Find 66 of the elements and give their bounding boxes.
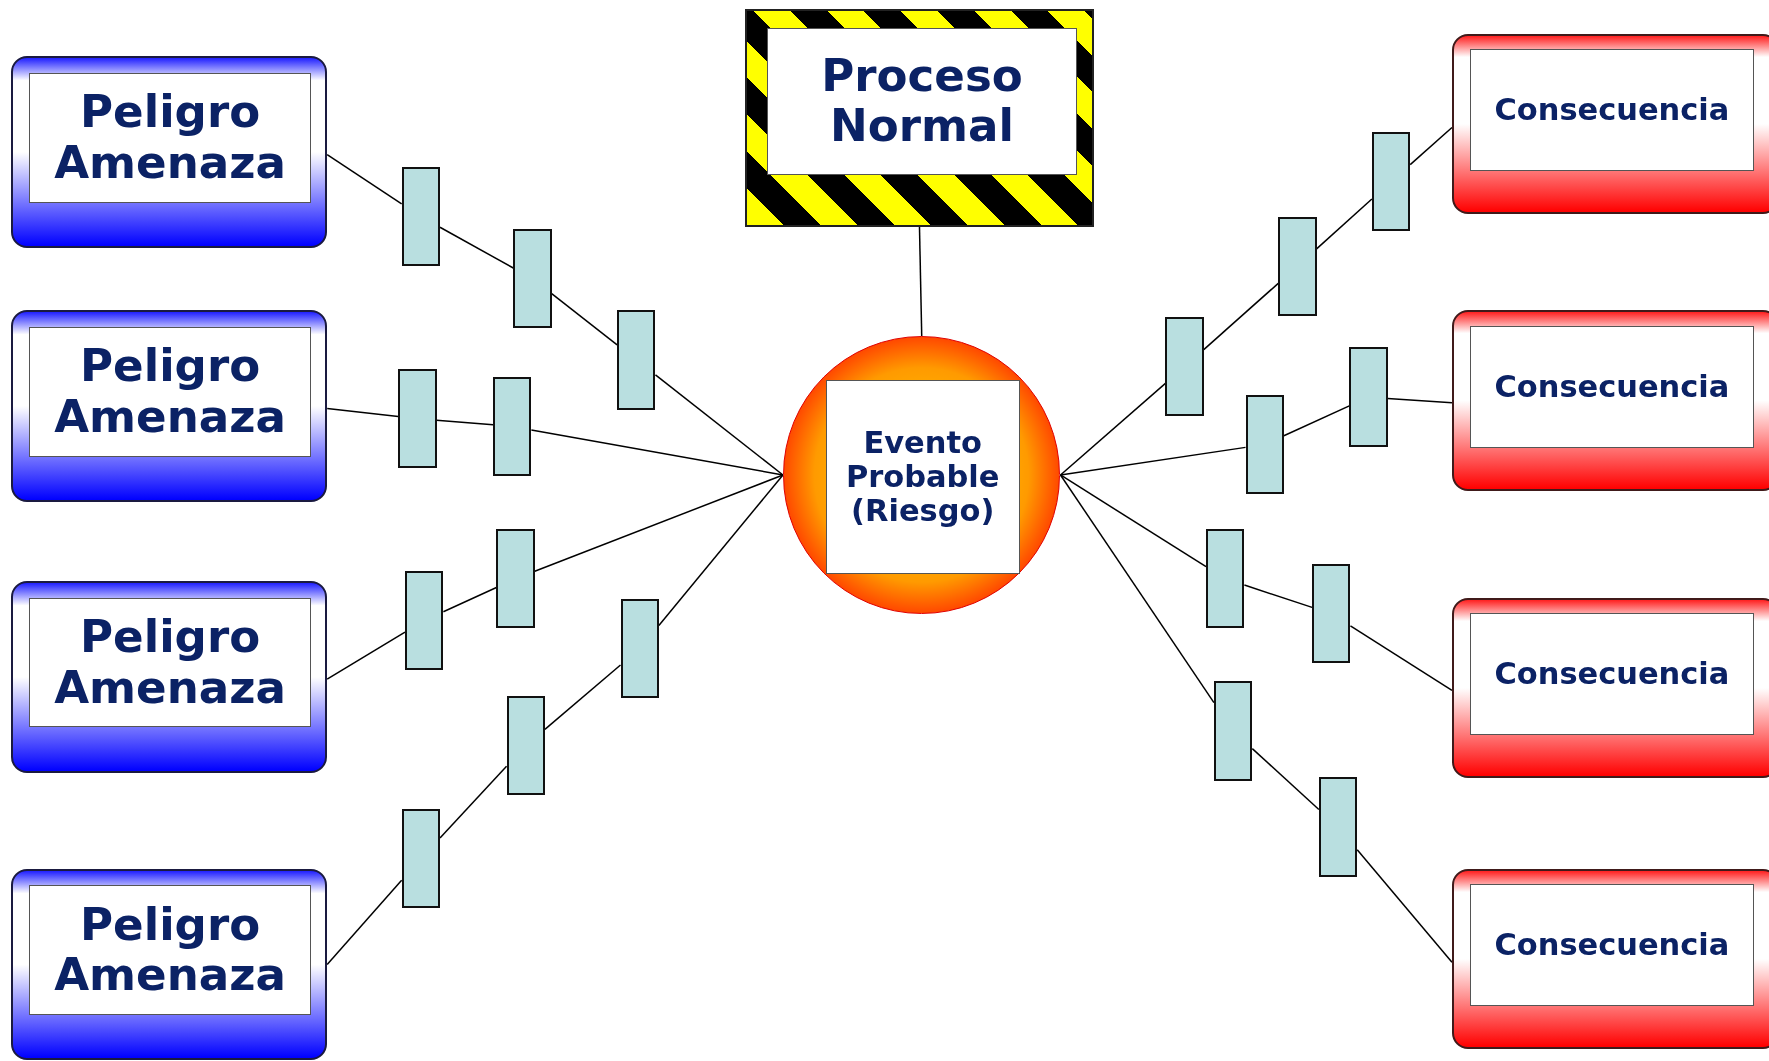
connector-line <box>1349 625 1453 692</box>
barrier-box <box>1278 216 1317 316</box>
connector-line <box>654 374 784 476</box>
barrier-box <box>496 529 535 629</box>
barrier-box <box>1371 132 1411 232</box>
connector-line <box>550 292 618 346</box>
barrier-box <box>1349 347 1388 447</box>
barrier-box <box>401 166 440 267</box>
connector-line <box>326 153 403 205</box>
barrier-box <box>620 599 659 699</box>
barrier-box <box>617 310 656 410</box>
connector-line <box>534 474 784 573</box>
barrier-box <box>1213 681 1253 781</box>
connector-line <box>326 407 399 418</box>
connector-line <box>326 879 403 966</box>
connector-line <box>544 664 622 731</box>
connector-line <box>1243 584 1313 609</box>
connector-line <box>439 226 515 269</box>
barrier-box <box>513 229 552 329</box>
barrier-box <box>1165 317 1204 417</box>
connector-line <box>439 765 508 839</box>
connector-line <box>1059 446 1247 476</box>
barrier-box <box>401 808 440 909</box>
connector-line <box>1059 382 1167 476</box>
connector-line <box>442 586 498 613</box>
barrier-box <box>506 696 545 796</box>
connector-line <box>326 631 406 680</box>
consequence-box <box>1451 868 1769 1050</box>
connector-line <box>1386 397 1453 404</box>
barrier-box <box>1312 564 1351 664</box>
connector-line <box>1059 474 1207 568</box>
connector-line <box>435 419 494 426</box>
node-label: Evento Probable (Riesgo) <box>825 380 1020 575</box>
node-label: Peligro Amenaza <box>29 73 312 203</box>
connector-line <box>658 474 784 627</box>
barrier-box <box>405 570 444 671</box>
connector-line <box>1059 474 1215 704</box>
threat-box <box>11 581 328 773</box>
node-label: Peligro Amenaza <box>29 326 312 457</box>
barrier-box <box>1318 777 1358 877</box>
connector-line <box>1283 405 1351 437</box>
node-label: Proceso Normal <box>766 27 1078 175</box>
barrier-box <box>493 376 532 477</box>
consequence-box <box>1451 597 1769 779</box>
barrier-box <box>1206 529 1245 629</box>
threat-box <box>11 310 328 503</box>
connector-line <box>530 429 784 476</box>
node-label: Consecuencia <box>1469 613 1755 736</box>
node-label: Consecuencia <box>1469 884 1755 1007</box>
connector-line <box>1251 747 1320 811</box>
node-label: Peligro Amenaza <box>29 597 312 728</box>
barrier-box <box>1245 394 1284 495</box>
hazard-sign <box>744 9 1095 227</box>
consequence-box <box>1451 33 1769 215</box>
connector-line <box>918 226 923 337</box>
node-label: Consecuencia <box>1469 49 1755 172</box>
connector-line <box>1356 849 1453 964</box>
consequence-box <box>1451 310 1769 491</box>
connector-line <box>1409 126 1453 166</box>
barrier-box <box>398 368 437 469</box>
threat-box <box>11 868 328 1061</box>
connector-line <box>1315 198 1373 250</box>
connector-line <box>1203 282 1279 351</box>
node-label: Peligro Amenaza <box>29 885 312 1016</box>
threat-box <box>11 56 328 249</box>
node-label: Consecuencia <box>1469 325 1755 448</box>
